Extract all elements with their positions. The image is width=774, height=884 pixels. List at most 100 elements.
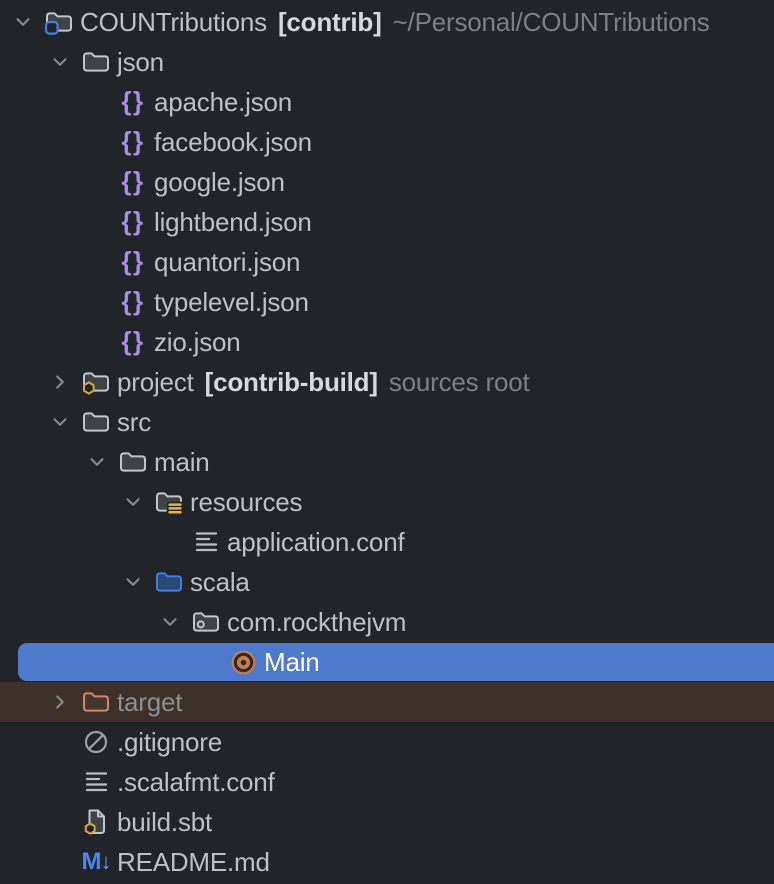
tree-item-label-segment: json xyxy=(117,46,164,77)
tree-item-label-segment: quantori.json xyxy=(154,246,301,277)
markdown-icon: M↓ xyxy=(81,848,112,875)
tree-item-label: facebook.json xyxy=(154,127,312,158)
tree-row-facebook.json[interactable]: {} facebook.json xyxy=(0,122,774,162)
tree-row-main[interactable]: main xyxy=(0,442,774,482)
chevron-spacer xyxy=(82,282,112,322)
tree-row-application.conf[interactable]: application.conf xyxy=(0,522,774,562)
tree-item-label: resources xyxy=(190,486,303,518)
tree-item-label: src xyxy=(117,407,151,438)
tree-item-label: apache.json xyxy=(154,87,292,118)
tree-item-label-segment: main xyxy=(154,446,210,477)
json-icon: {} xyxy=(121,86,145,116)
tree-item-label: quantori.json xyxy=(154,247,300,278)
tree-row-resources[interactable]: resources xyxy=(0,482,774,522)
chevron-spacer xyxy=(82,242,112,282)
ignored-icon xyxy=(81,722,111,762)
chevron-right-icon[interactable] xyxy=(45,362,75,402)
tree-row-build.sbt[interactable]: build.sbt xyxy=(0,802,774,842)
chevron-spacer xyxy=(82,162,112,202)
chevron-down-icon[interactable] xyxy=(118,482,148,522)
sources-folder-icon xyxy=(154,562,184,602)
tree-row-src[interactable]: src xyxy=(0,402,774,442)
json-icon: {} xyxy=(121,166,145,196)
tree-row-typelevel.json[interactable]: {} typelevel.json xyxy=(0,282,774,322)
tree-item-label-segment: typelevel.json xyxy=(154,286,309,317)
tree-item-label-segment: application.conf xyxy=(227,526,405,557)
chevron-spacer xyxy=(82,202,112,242)
sbt-file-icon xyxy=(81,802,111,842)
tree-item-label-segment: README.md xyxy=(117,846,270,877)
tree-row-quantori.json[interactable]: {} quantori.json xyxy=(0,242,774,282)
tree-row-zio.json[interactable]: {}zio.json xyxy=(0,322,774,362)
tree-item-label: Main xyxy=(264,647,320,678)
json-icon: {} xyxy=(121,326,145,356)
excluded-folder-icon xyxy=(81,682,111,722)
chevron-down-icon[interactable] xyxy=(8,2,38,42)
tree-item-label-segment: com.rockthejvm xyxy=(227,606,407,637)
tree-item-label: target xyxy=(117,687,182,718)
chevron-right-icon[interactable] xyxy=(45,682,75,722)
tree-item-label: COUNTributions [contrib] ~/Personal/COUNTr… xyxy=(80,7,710,38)
tree-item-label: scala xyxy=(190,567,250,598)
tree-row-.gitignore[interactable]: .gitignore xyxy=(0,722,774,762)
tree-item-label-segment: resources xyxy=(190,486,303,517)
chevron-down-icon[interactable] xyxy=(82,442,112,482)
tree-item-label: application.conf xyxy=(227,526,405,558)
text-file-icon xyxy=(191,522,221,562)
tree-row-lightbend.json[interactable]: {}lightbend.json xyxy=(0,202,774,242)
tree-item-label-segment: project xyxy=(117,366,194,397)
tree-item-label-segment: [contrib] xyxy=(277,6,382,37)
tree-item-label: json xyxy=(117,47,164,78)
chevron-spacer xyxy=(45,762,75,802)
chevron-down-icon[interactable] xyxy=(45,42,75,82)
tree-item-label-segment: ~/Personal/COUNTributions xyxy=(392,6,710,37)
tree-row-scala[interactable]: scala xyxy=(0,562,774,602)
chevron-spacer xyxy=(155,522,185,562)
tree-row-google.json[interactable]: {} google.json xyxy=(0,162,774,202)
tree-item-label-segment: google.json xyxy=(154,166,285,197)
selected-row-highlight xyxy=(18,643,774,681)
tree-item-label-segment: COUNTributions xyxy=(80,6,267,37)
json-icon: {} xyxy=(121,206,145,236)
package-folder-icon xyxy=(191,602,221,642)
chevron-spacer xyxy=(192,642,222,682)
tree-row-main[interactable]: Main xyxy=(0,642,774,682)
tree-item-label-segment: apache.json xyxy=(154,86,293,117)
tree-row-json[interactable]: json xyxy=(0,42,774,82)
tree-item-label-segment: .scalafmt.conf xyxy=(117,766,275,797)
tree-row-com.rockthejvm[interactable]: com.rockthejvm xyxy=(0,602,774,642)
chevron-spacer xyxy=(82,82,112,122)
tree-row-countributions[interactable]: COUNTributions [contrib] ~/Personal/COUNTr… xyxy=(0,2,774,42)
tree-item-label: build.sbt xyxy=(117,807,212,838)
folder-icon xyxy=(81,402,111,442)
tree-item-label: project [contrib-build] sources root xyxy=(117,367,530,398)
tree-row-.scalafmt.conf[interactable]: .scalafmt.conf xyxy=(0,762,774,802)
json-icon: {} xyxy=(121,286,145,316)
json-icon: {} xyxy=(121,126,145,156)
tree-item-label: com.rockthejvm xyxy=(227,607,406,638)
tree-row-apache.json[interactable]: {} apache.json xyxy=(0,82,774,122)
tree-row-project[interactable]: project [contrib-build] sources root xyxy=(0,362,774,402)
tree-row-target[interactable]: target xyxy=(0,682,774,722)
tree-item-label-segment: [contrib-build] xyxy=(204,366,378,397)
sbt-folder-icon xyxy=(81,362,111,402)
tree-item-label-segment: scala xyxy=(190,566,250,597)
tree-row-readme.md[interactable]: M↓README.md xyxy=(0,842,774,882)
chevron-down-icon[interactable] xyxy=(118,562,148,602)
tree-item-label: .gitignore xyxy=(117,727,222,758)
chevron-spacer xyxy=(82,122,112,162)
tree-item-label-segment: .gitignore xyxy=(117,726,222,757)
tree-item-label: README.md xyxy=(117,847,270,878)
excluded-row-highlight xyxy=(0,682,774,722)
tree-item-label-segment: Main xyxy=(264,646,320,677)
project-root-folder-icon xyxy=(44,2,74,42)
resources-folder-icon xyxy=(154,482,184,522)
chevron-down-icon[interactable] xyxy=(155,602,185,642)
tree-item-label-segment: facebook.json xyxy=(154,126,312,157)
chevron-down-icon[interactable] xyxy=(45,402,75,442)
tree-item-label: typelevel.json xyxy=(154,287,309,318)
tree-item-label: google.json xyxy=(154,167,285,198)
tree-item-label-segment: sources root xyxy=(388,366,530,397)
json-icon: {} xyxy=(121,246,145,276)
